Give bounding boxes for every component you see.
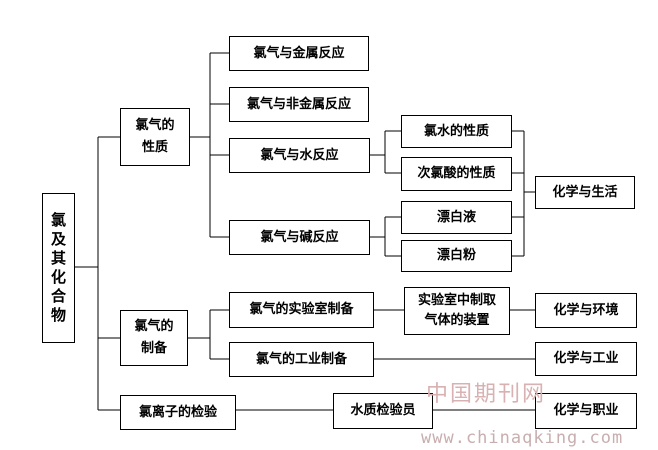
root-char: 物 — [50, 306, 66, 324]
node-apparatus: 实验室中制取 气体的装置 — [404, 287, 510, 335]
node-water-inspector: 水质检验员 — [333, 393, 433, 429]
node-alkali-reaction: 氯气与碱反应 — [229, 220, 370, 255]
root-char: 其 — [50, 249, 66, 267]
node-water-reaction: 氯气与水反应 — [229, 138, 370, 173]
node-nonmetal-reaction: 氯气与非金属反应 — [229, 87, 369, 122]
node-industrial-preparation: 氯气的工业制备 — [229, 342, 374, 377]
watermark-url: www.chinaqking.com — [421, 428, 624, 448]
root-char: 氯 — [50, 211, 66, 229]
node-hypochlorous: 次氯酸的性质 — [401, 157, 512, 191]
node-lab-preparation: 氯气的实验室制备 — [229, 292, 374, 328]
root-node: 氯 及 其 化 合 物 — [42, 193, 75, 343]
node-ion-test: 氯离子的检验 — [120, 395, 236, 430]
node-bleach-powder: 漂白粉 — [401, 240, 512, 272]
root-char: 合 — [50, 287, 66, 305]
node-properties: 氯气的 性质 — [120, 108, 190, 166]
root-char: 化 — [50, 268, 66, 286]
node-chem-environment: 化学与环境 — [535, 293, 637, 328]
node-bleach-liquid: 漂白液 — [401, 201, 512, 234]
node-chem-career: 化学与职业 — [535, 393, 637, 429]
root-char: 及 — [50, 230, 66, 248]
node-metal-reaction: 氯气与金属反应 — [229, 36, 369, 71]
node-chem-life: 化学与生活 — [535, 176, 635, 209]
node-preparation: 氯气的 制备 — [120, 310, 188, 366]
watermark-brand: 中国期刊网 — [426, 382, 547, 407]
node-chlorine-water: 氯水的性质 — [401, 115, 512, 148]
node-chem-industry: 化学与工业 — [535, 342, 637, 376]
